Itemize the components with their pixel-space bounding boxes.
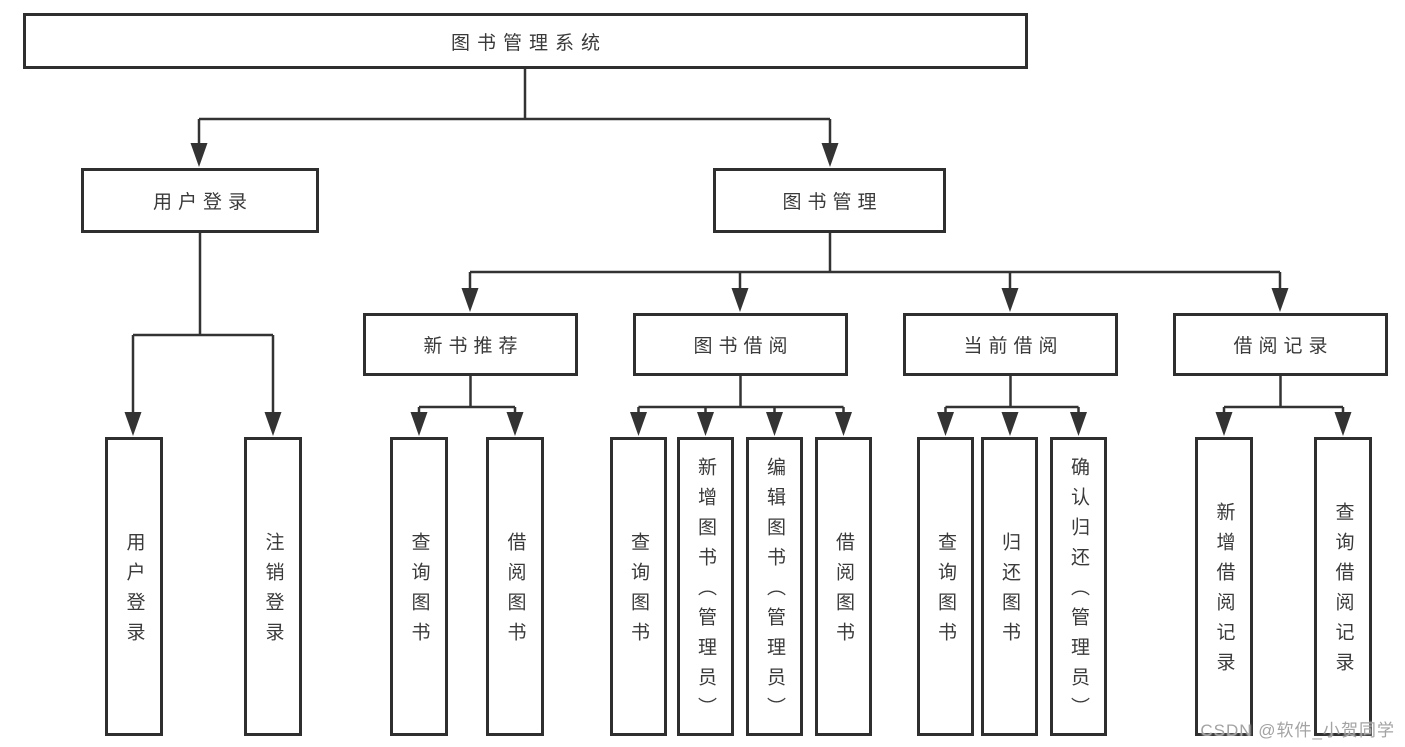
arrowhead-icon (461, 288, 479, 312)
leaf-label: 注销登录 (262, 532, 284, 652)
leaf-query-books-current: 查询图书 (917, 437, 974, 736)
node-book-borrow: 图书借阅 (633, 313, 848, 376)
leaf-confirm-return-admin: 确认归还（管理员） (1050, 437, 1107, 736)
leaf-add-borrow-record: 新增借阅记录 (1195, 437, 1253, 736)
arrowhead-icon (731, 288, 749, 312)
csdn-watermark: CSDN @软件_小贺同学 (1200, 721, 1395, 740)
arrowhead-icon (1271, 288, 1289, 312)
node-label: 图书管理系统 (450, 32, 607, 54)
leaf-query-borrow-record: 查询借阅记录 (1314, 437, 1372, 736)
arrowhead-icon (190, 143, 208, 167)
node-label: 图书借阅 (693, 336, 794, 357)
node-new-book-recommend: 新书推荐 (363, 313, 578, 376)
arrowhead-icon (697, 412, 714, 436)
leaf-edit-book-admin: 编辑图书（管理员） (746, 437, 803, 736)
leaf-label: 查询借阅记录 (1332, 502, 1354, 682)
arrowhead-icon (410, 412, 428, 436)
node-label: 借阅记录 (1233, 336, 1334, 357)
arrowhead-icon (630, 412, 647, 436)
arrowhead-icon (124, 412, 142, 436)
leaf-borrow-books-recommend: 借阅图书 (486, 437, 544, 736)
leaf-borrow-books: 借阅图书 (815, 437, 872, 736)
leaf-label: 新增图书（管理员） (695, 457, 716, 727)
arrowhead-icon (1001, 288, 1019, 312)
node-book-management: 图书管理 (713, 168, 946, 233)
leaf-label: 编辑图书（管理员） (764, 457, 785, 727)
arrowhead-icon (1070, 412, 1087, 436)
leaf-label: 新增借阅记录 (1213, 502, 1235, 682)
node-current-borrow: 当前借阅 (903, 313, 1118, 376)
leaf-label: 查询图书 (628, 532, 649, 652)
arrowhead-icon (1215, 412, 1233, 436)
arrowhead-icon (835, 412, 852, 436)
node-label: 新书推荐 (423, 336, 524, 357)
leaf-logout: 注销登录 (244, 437, 302, 736)
leaf-label: 用户登录 (123, 532, 145, 652)
node-label: 图书管理 (782, 192, 883, 213)
arrowhead-icon (1001, 412, 1019, 436)
arrowhead-icon (821, 143, 839, 167)
arrowhead-icon (937, 412, 954, 436)
leaf-query-books-borrow: 查询图书 (610, 437, 667, 736)
node-borrow-records: 借阅记录 (1173, 313, 1388, 376)
leaf-label: 查询图书 (935, 532, 956, 652)
leaf-add-book-admin: 新增图书（管理员） (677, 437, 734, 736)
leaf-return-book: 归还图书 (981, 437, 1038, 736)
arrowhead-icon (766, 412, 783, 436)
leaf-label: 确认归还（管理员） (1068, 457, 1089, 727)
arrowhead-icon (264, 412, 282, 436)
node-user-login: 用户登录 (81, 168, 319, 233)
node-label: 当前借阅 (963, 336, 1064, 357)
leaf-label: 归还图书 (999, 532, 1020, 652)
arrowhead-icon (1334, 412, 1352, 436)
leaf-query-books-recommend: 查询图书 (390, 437, 448, 736)
leaf-label: 借阅图书 (833, 532, 854, 652)
leaf-user-login: 用户登录 (105, 437, 163, 736)
arrowhead-icon (506, 412, 524, 436)
node-library-system-root: 图书管理系统 (23, 13, 1028, 69)
leaf-label: 借阅图书 (504, 532, 526, 652)
node-label: 用户登录 (152, 192, 253, 213)
leaf-label: 查询图书 (408, 532, 430, 652)
